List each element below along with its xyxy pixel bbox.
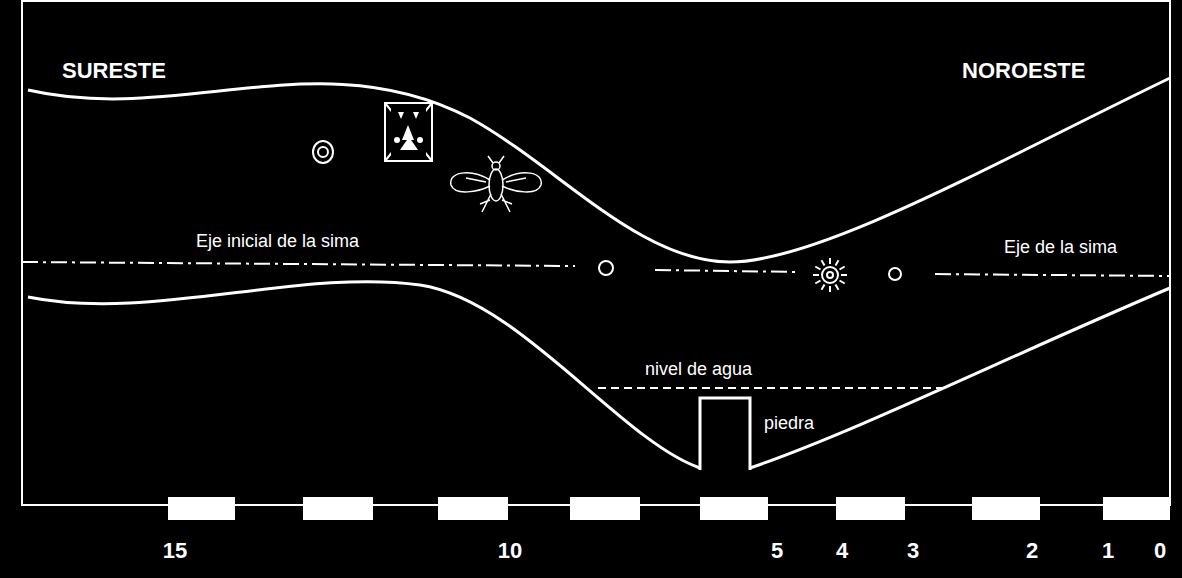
target-sign (313, 141, 333, 163)
insect-sign (451, 156, 542, 212)
upper-wall (28, 78, 1170, 262)
sun-sign (813, 258, 847, 292)
square-sign (385, 103, 432, 161)
circle-sign (599, 261, 613, 275)
scale-number: 3 (907, 540, 919, 562)
region-label: NOROESTE (962, 60, 1085, 82)
scale-number: 0 (1154, 540, 1166, 562)
frame (22, 1, 1170, 505)
scale-number: 1 (1102, 540, 1114, 562)
axis-label: Eje inicial de la sima (192, 232, 363, 250)
initial-axis (22, 262, 575, 266)
scale-number: 4 (836, 540, 848, 562)
axis (935, 274, 1170, 276)
scale-number: 10 (498, 540, 522, 562)
water-level (598, 387, 942, 389)
region-label: SURESTE (62, 60, 166, 82)
scale-bar (168, 497, 1170, 520)
lower-wall (750, 288, 1170, 468)
circle-sign (889, 268, 901, 280)
scale-number: 15 (163, 540, 187, 562)
scale-number: 2 (1026, 540, 1038, 562)
axis-label: Eje de la sima (1000, 238, 1121, 256)
stone-label: piedra (764, 414, 814, 432)
scale-number: 5 (771, 540, 783, 562)
water-label: nivel de agua (645, 360, 752, 378)
lower-wall (28, 282, 700, 468)
stone (700, 398, 750, 470)
axis (655, 270, 800, 272)
